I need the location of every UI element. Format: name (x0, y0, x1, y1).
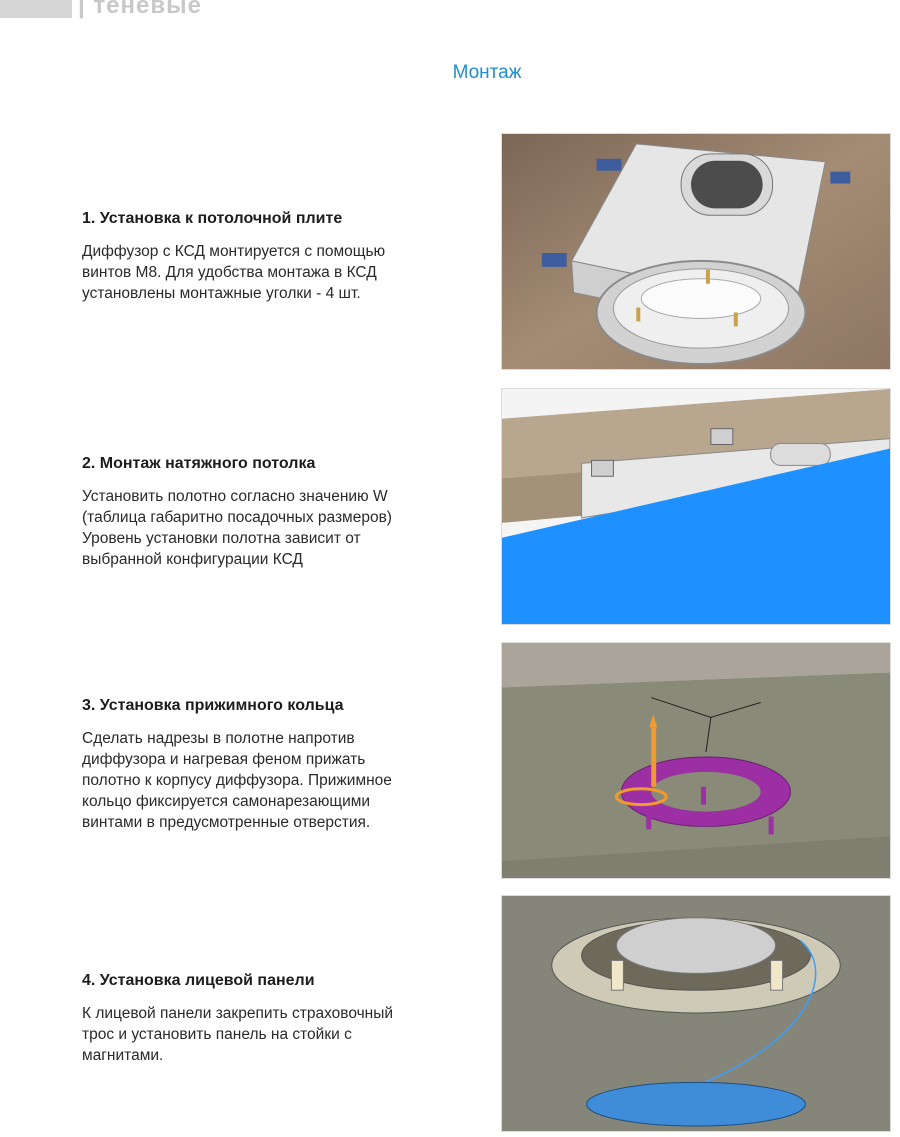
page-title: Монтаж (452, 62, 522, 83)
step-text: Сделать надрезы в полотне напротив диффу… (82, 728, 477, 833)
step-line: диффузора и нагревая феном прижать (82, 751, 366, 768)
step-1: 1. Установка к потолочной плите Диффузор… (82, 210, 477, 304)
step-2: 2. Монтаж натяжного потолка Установить п… (82, 455, 477, 570)
step-title: 3. Установка прижимного кольца (82, 697, 344, 714)
step-line: Сделать надрезы в полотне напротив (82, 730, 355, 747)
step-line: винтов М8. Для удобства монтажа в КСД (82, 264, 377, 281)
front-panel-illustration (501, 895, 891, 1132)
step-title: 2. Монтаж натяжного потолка (82, 455, 316, 472)
step-text: Диффузор с КСД монтируется с помощью вин… (82, 241, 477, 304)
brand-label: | теневые (78, 0, 202, 19)
step-4: 4. Установка лицевой панели К лицевой па… (82, 972, 477, 1066)
step-line: винтами в предусмотренные отверстия. (82, 814, 371, 831)
step-line: Диффузор с КСД монтируется с помощью (82, 243, 386, 260)
step-line: полотно к корпусу диффузора. Прижимное (82, 772, 392, 789)
header-bar (0, 0, 72, 18)
step-title: 1. Установка к потолочной плите (82, 210, 343, 227)
step-line: магнитами. (82, 1047, 164, 1064)
step-line: (таблица габаритно посадочных размеров) (82, 509, 392, 526)
step-line: К лицевой панели закрепить страховочный (82, 1005, 394, 1022)
step-line: Уровень установки полотна зависит от (82, 530, 361, 547)
ceiling-mount-illustration (501, 133, 891, 370)
clamp-ring-illustration (501, 642, 891, 879)
step-line: выбранной конфигурации КСД (82, 551, 303, 568)
step-3: 3. Установка прижимного кольца Сделать н… (82, 697, 477, 833)
step-text: К лицевой панели закрепить страховочный … (82, 1003, 477, 1066)
step-text: Установить полотно согласно значению W (… (82, 486, 477, 570)
step-line: установлены монтажные уголки - 4 шт. (82, 285, 361, 302)
step-line: кольцо фиксируется самонарезающими (82, 793, 371, 810)
step-line: трос и установить панель на стойки с (82, 1026, 352, 1043)
step-line: Установить полотно согласно значению W (82, 488, 388, 505)
step-title: 4. Установка лицевой панели (82, 972, 315, 989)
stretch-ceiling-illustration (501, 388, 891, 625)
